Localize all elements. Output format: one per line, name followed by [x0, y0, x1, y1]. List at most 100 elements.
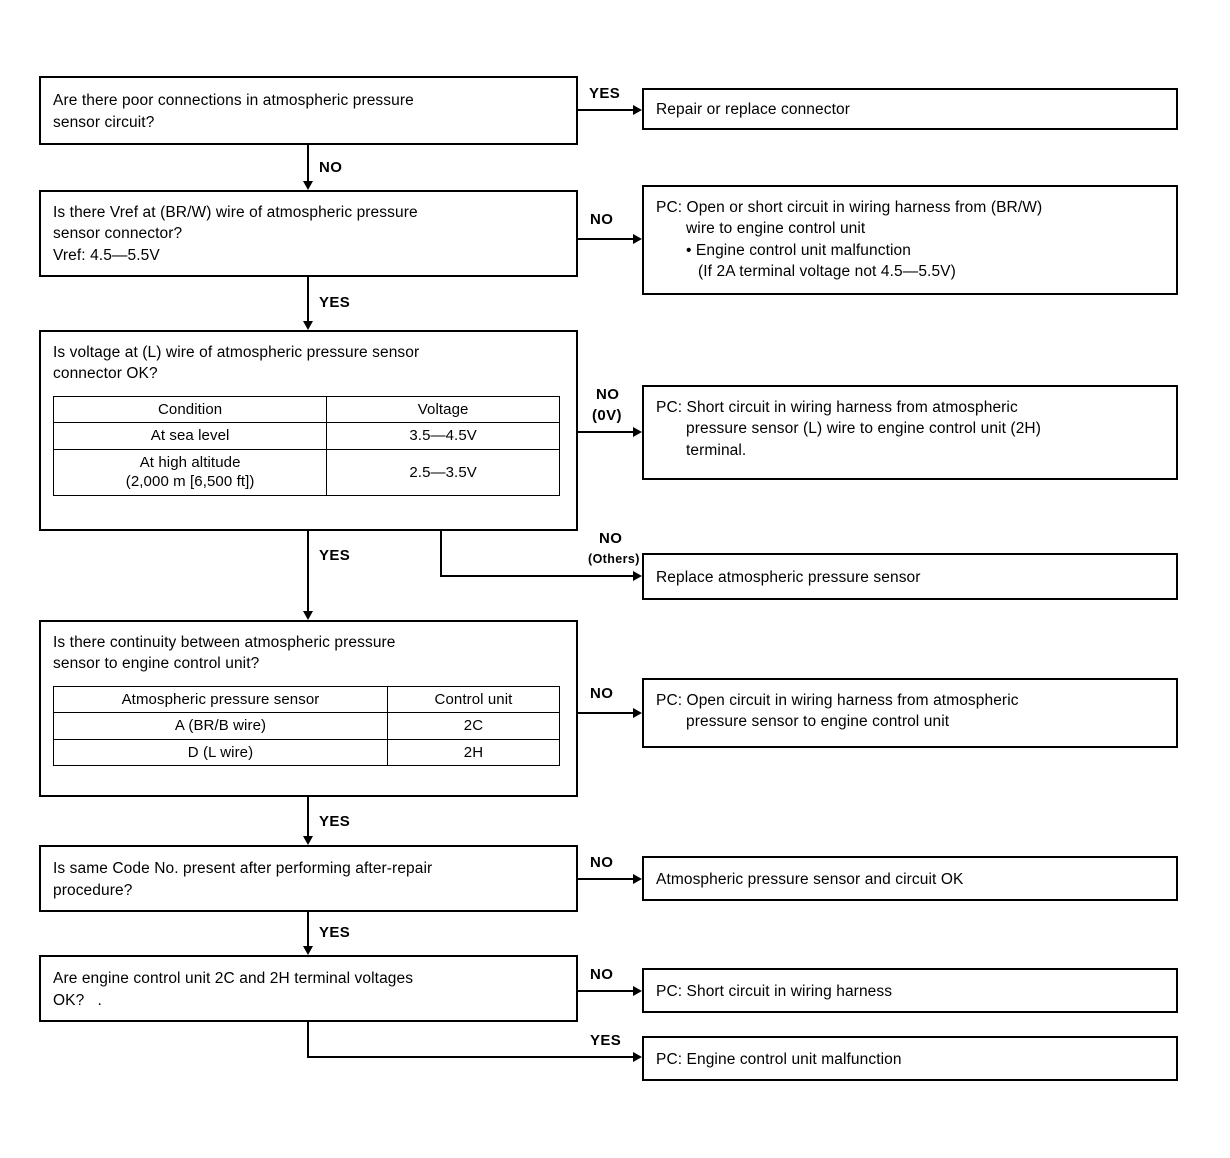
- edge-q6-yes-vertical: [307, 1022, 309, 1058]
- r2-line-3: • Engine control unit malfunction: [686, 241, 911, 259]
- edge-label-q3-no: NO: [596, 386, 620, 403]
- td-condition-high-altitude: At high altitude (2,000 m [6,500 ft]): [52, 448, 328, 496]
- table-row: At high altitude (2,000 m [6,500 ft]) 2.…: [52, 448, 560, 496]
- q6-line-2: OK? .: [53, 991, 102, 1009]
- edge-q3-yes-arrowhead: [303, 611, 313, 620]
- edge-label-q1-yes: YES: [589, 85, 621, 102]
- edge-label-q4-no: NO: [590, 685, 614, 702]
- th-condition: Condition: [52, 395, 328, 424]
- table-row: At sea level 3.5—4.5V: [52, 422, 560, 450]
- edge-q4-no: [578, 712, 636, 714]
- edge-label-q3-no-others: NO: [599, 530, 623, 547]
- edge-q3-no-others-horizontal: [440, 575, 636, 577]
- question-box-voltage-l-wire[interactable]: Is voltage at (L) wire of atmospheric pr…: [39, 330, 578, 531]
- edge-q2-no-arrowhead: [633, 234, 642, 244]
- th-control-unit: Control unit: [386, 685, 561, 714]
- edge-q3-no-0v: [578, 431, 636, 433]
- q2-line-3: Vref: 4.5—5.5V: [53, 246, 160, 264]
- r2-line-4: (If 2A terminal voltage not 4.5—5.5V): [698, 263, 956, 281]
- edge-q4-yes: [307, 797, 309, 836]
- td-control-2c: 2C: [386, 712, 561, 740]
- edge-q6-yes-horizontal: [307, 1056, 636, 1058]
- question-box-same-code-no[interactable]: Is same Code No. present after performin…: [39, 845, 578, 912]
- edge-label-q2-yes: YES: [319, 294, 351, 311]
- edge-q5-yes-arrowhead: [303, 946, 313, 955]
- edge-label-q6-yes: YES: [590, 1032, 622, 1049]
- table-header-row: Condition Voltage: [52, 395, 560, 424]
- q3-line-1: Is voltage at (L) wire of atmospheric pr…: [53, 344, 420, 361]
- question-box-vref-brw-wire[interactable]: Is there Vref at (BR/W) wire of atmosphe…: [39, 190, 578, 277]
- edge-q2-yes-arrowhead: [303, 321, 313, 330]
- edge-q1-yes: [578, 109, 636, 111]
- edge-label-q6-no: NO: [590, 966, 614, 983]
- edge-label-q2-no: NO: [590, 211, 614, 228]
- edge-label-q3-yes: YES: [319, 547, 351, 564]
- edge-label-q5-yes: YES: [319, 924, 351, 941]
- td-voltage-sea-level: 3.5—4.5V: [326, 422, 560, 450]
- r5-line-1: PC: Open circuit in wiring harness from …: [656, 692, 1019, 709]
- edge-q2-no: [578, 238, 636, 240]
- r2-line-1: PC: Open or short circuit in wiring harn…: [656, 199, 1043, 216]
- q2-line-2: sensor connector?: [53, 225, 183, 243]
- td-control-2h: 2H: [386, 738, 561, 767]
- q3-line-2: connector OK?: [53, 365, 158, 383]
- edge-label-q5-no: NO: [590, 854, 614, 871]
- table-header-row: Atmospheric pressure sensor Control unit: [53, 685, 561, 714]
- result-box-open-short-brw-harness[interactable]: PC: Open or short circuit in wiring harn…: [642, 185, 1178, 295]
- r6-line-1: Atmospheric pressure sensor and circuit …: [656, 870, 964, 888]
- result-box-replace-sensor[interactable]: Replace atmospheric pressure sensor: [642, 553, 1178, 600]
- edge-q6-yes-arrowhead: [633, 1052, 642, 1062]
- td-voltage-high-altitude: 2.5—3.5V: [326, 448, 560, 496]
- result-box-open-circuit-harness[interactable]: PC: Open circuit in wiring harness from …: [642, 678, 1178, 748]
- question-box-2c-2h-terminal-voltages[interactable]: Are engine control unit 2C and 2H termin…: [39, 955, 578, 1022]
- q1-line-2: sensor circuit?: [53, 113, 155, 131]
- result-box-short-circuit-harness[interactable]: PC: Short circuit in wiring harness: [642, 968, 1178, 1013]
- r3-line-2: pressure sensor (L) wire to engine contr…: [686, 420, 1041, 438]
- q2-line-1: Is there Vref at (BR/W) wire of atmosphe…: [53, 204, 418, 221]
- edge-q3-yes: [307, 531, 309, 612]
- table-row: D (L wire) 2H: [53, 738, 561, 767]
- r4-line-1: Replace atmospheric pressure sensor: [656, 568, 921, 586]
- question-box-continuity[interactable]: Is there continuity between atmospheric …: [39, 620, 578, 797]
- r3-line-3: terminal.: [686, 441, 747, 459]
- q6-line-1: Are engine control unit 2C and 2H termin…: [53, 970, 414, 988]
- question-box-poor-connections[interactable]: Are there poor connections in atmospheri…: [39, 76, 578, 145]
- table-row: A (BR/B wire) 2C: [53, 712, 561, 740]
- edge-q5-no-arrowhead: [633, 874, 642, 884]
- edge-q5-no: [578, 878, 636, 880]
- edge-q3-no-others-vertical: [440, 531, 442, 577]
- result-box-sensor-circuit-ok[interactable]: Atmospheric pressure sensor and circuit …: [642, 856, 1178, 901]
- result-box-engine-control-unit-malfunction[interactable]: PC: Engine control unit malfunction: [642, 1036, 1178, 1081]
- r8-line-1: PC: Engine control unit malfunction: [656, 1050, 902, 1068]
- th-voltage: Voltage: [326, 395, 560, 424]
- r1-line-1: Repair or replace connector: [656, 101, 850, 119]
- q1-line-1: Are there poor connections in atmospheri…: [53, 92, 414, 110]
- td-sensor-d-l-wire: D (L wire): [53, 738, 388, 767]
- edge-label-q4-yes: YES: [319, 813, 351, 830]
- edge-q1-no: [307, 145, 309, 182]
- voltage-condition-table: Condition Voltage At sea level 3.5—4.5V …: [52, 395, 560, 496]
- edge-q2-yes: [307, 277, 309, 322]
- th-atmospheric-pressure-sensor: Atmospheric pressure sensor: [53, 685, 388, 714]
- q4-line-1: Is there continuity between atmospheric …: [53, 634, 396, 651]
- q5-line-1: Is same Code No. present after performin…: [53, 860, 433, 878]
- edge-q5-yes: [307, 912, 309, 946]
- edge-q6-no-arrowhead: [633, 986, 642, 996]
- edge-q4-no-arrowhead: [633, 708, 642, 718]
- edge-q3-no-0v-arrowhead: [633, 427, 642, 437]
- edge-q1-no-arrowhead: [303, 181, 313, 190]
- td-condition-sea-level: At sea level: [52, 422, 328, 450]
- edge-q1-yes-arrowhead: [633, 105, 642, 115]
- td-sensor-a-brb-wire: A (BR/B wire): [53, 712, 388, 740]
- r3-line-1: PC: Short circuit in wiring harness from…: [656, 399, 1018, 416]
- edge-q6-no: [578, 990, 636, 992]
- result-box-repair-replace-connector[interactable]: Repair or replace connector: [642, 88, 1178, 130]
- r2-line-2: wire to engine control unit: [686, 220, 866, 238]
- q4-line-2: sensor to engine control unit?: [53, 655, 260, 673]
- edge-label-q1-no: NO: [319, 159, 343, 176]
- edge-label-q3-no-0v: (0V): [592, 407, 622, 424]
- result-box-short-l-wire-2h[interactable]: PC: Short circuit in wiring harness from…: [642, 385, 1178, 480]
- r7-line-1: PC: Short circuit in wiring harness: [656, 982, 893, 1000]
- edge-q4-yes-arrowhead: [303, 836, 313, 845]
